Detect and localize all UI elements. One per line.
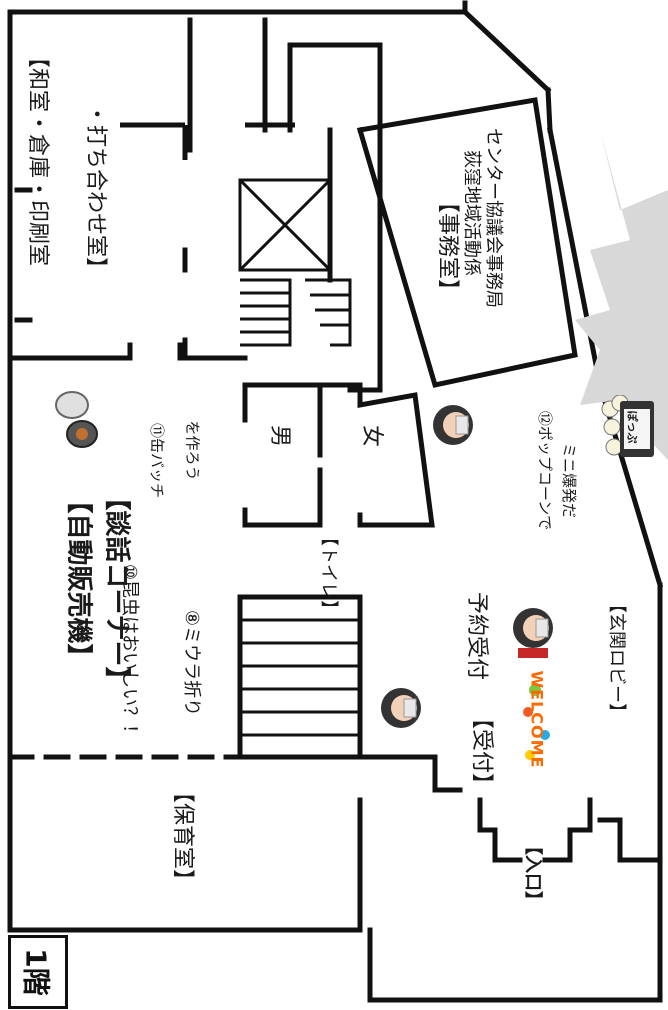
entrance-lobby-label: 【玄関ロビー】	[606, 595, 627, 721]
can-badge-icon	[52, 390, 102, 454]
hoikushitsu-label: 【保育室】	[170, 780, 196, 892]
reservation-label: 予約受付	[464, 591, 490, 681]
toilet-label: 【トイレ】	[318, 528, 339, 618]
men-toilet-label: 男	[267, 424, 293, 448]
activity-11-label-1: ⑪缶バッチ	[148, 422, 167, 499]
person-icon	[433, 405, 473, 445]
activity-11-label-2: を作ろう	[183, 420, 202, 481]
explosion-shape	[575, 130, 668, 460]
entrance-label: 【入口】	[522, 837, 543, 909]
person-icon	[381, 688, 421, 728]
activity-10-label: ⑩昆虫はおいしい？！	[119, 563, 141, 743]
reception-label: 【受付】	[469, 706, 495, 796]
popcorn-label: ぽっぷ	[625, 410, 639, 444]
activity-12-label-2: ミニ爆発だ	[560, 442, 579, 519]
vending-machine-label: 【自動販売機】	[63, 487, 94, 670]
popcorn-icon: ぽっぷ	[598, 394, 660, 469]
women-toilet-label: 女	[359, 424, 385, 448]
floor-label: 1階	[19, 948, 53, 996]
receptionist-icon	[430, 400, 476, 454]
welcome-text: WELCOME	[527, 670, 547, 769]
person-icon	[513, 608, 553, 658]
washitsu-label-line2: ・打ち合わせ室】	[83, 102, 109, 280]
washitsu-label-line1: 【和室・倉庫・印刷室	[25, 45, 51, 267]
floor-indicator: 1階	[8, 935, 68, 1009]
activity-8-label: ⑧ミウラ折り	[181, 609, 203, 717]
jimu-org-label-2: センター協議会事務局	[483, 128, 504, 308]
receptionist-icon	[510, 600, 556, 664]
receptionist-icon	[378, 680, 424, 740]
activity-12-label-1: ⑫ポップコーンで	[536, 410, 555, 531]
